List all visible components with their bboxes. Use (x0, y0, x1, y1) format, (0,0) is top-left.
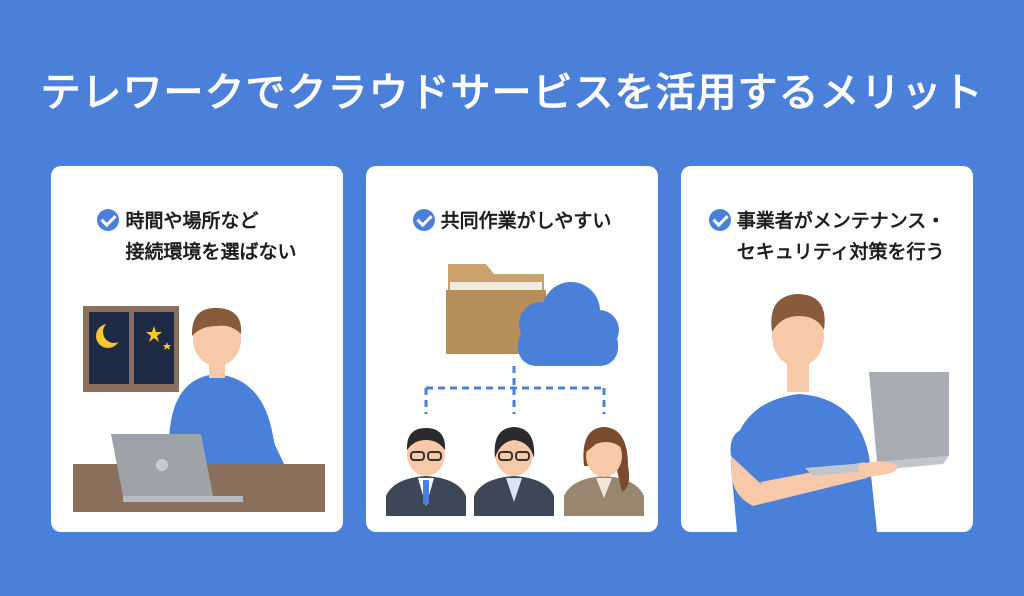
card-caption-line: 時間や場所など (125, 210, 259, 232)
card-caption-line: セキュリティ対策を行う (736, 241, 945, 263)
check-circle-icon (412, 209, 435, 231)
network-lines (424, 366, 606, 414)
check-circle-icon (708, 209, 731, 231)
cloud-icon (518, 282, 619, 366)
check-circle-icon (97, 209, 120, 231)
card-caption: 事業者がメンテナンス・ セキュリティ対策を行う (681, 206, 973, 268)
card-caption-line: 事業者がメンテナンス・ (736, 210, 946, 232)
page-title: テレワークでクラウドサービスを活用するメリット (40, 70, 984, 116)
person-holding-laptop (730, 294, 877, 532)
team-member-avatar (474, 427, 554, 516)
team-member-avatar (386, 428, 466, 516)
night-remote-work-illustration (73, 306, 325, 512)
benefit-card-collaboration: 共同作業がしやすい (366, 166, 658, 532)
hand (857, 461, 898, 478)
engineer-with-laptop-illustration (730, 294, 949, 532)
card-caption: 共同作業がしやすい (366, 206, 658, 237)
card-caption-line: 接続環境を選ばない (125, 241, 297, 263)
collaboration-illustration (386, 264, 644, 516)
team-member-avatar (564, 427, 644, 516)
card-caption-line: 共同作業がしやすい (440, 210, 612, 232)
night-window-icon (83, 306, 179, 392)
card-caption: 時間や場所など 接続環境を選ばない (51, 206, 343, 268)
laptop-icon (111, 434, 243, 502)
benefit-card-anytime-anywhere: 時間や場所など 接続環境を選ばない (51, 166, 343, 532)
benefit-card-vendor-maintenance: 事業者がメンテナンス・ セキュリティ対策を行う (681, 166, 973, 532)
